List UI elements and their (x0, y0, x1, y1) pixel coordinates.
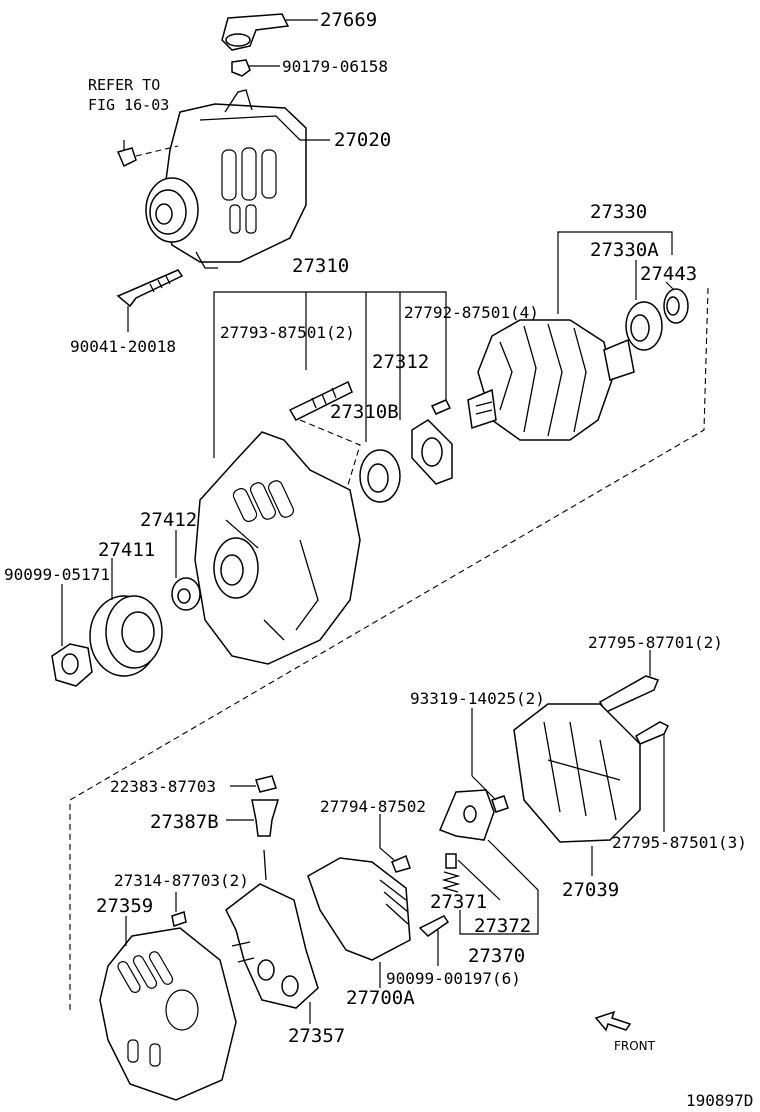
long-bolt-part (116, 269, 184, 308)
rear-bearing-part (625, 301, 663, 351)
label-27314: 27314-87703(2) (114, 871, 249, 890)
label-27794: 27794-87502 (320, 797, 426, 816)
label-27039: 27039 (562, 879, 619, 901)
label-27792: 27792-87501(4) (404, 303, 539, 322)
brush-spring-part (441, 853, 461, 893)
label-27669: 27669 (320, 9, 377, 31)
label-27793: 27793-87501(2) (220, 323, 355, 342)
label-27795-87701: 27795-87701(2) (588, 633, 723, 652)
nut-part (231, 59, 251, 77)
bearing-cover-part (663, 288, 689, 324)
collar-spacer-part (171, 577, 201, 611)
label-27357: 27357 (288, 1025, 345, 1047)
cover-bolt-part (635, 721, 670, 745)
terminal-nut-part (255, 775, 277, 793)
stud-bolt-part (288, 380, 353, 421)
label-90179: 90179-06158 (282, 57, 388, 76)
rectifier-part (225, 849, 319, 1009)
front-bearing-part (359, 449, 401, 503)
label-90041: 90041-20018 (70, 337, 176, 356)
terminal-cap-part (221, 13, 290, 51)
through-bolt-part (598, 675, 659, 713)
label-27310: 27310 (292, 255, 349, 277)
label-27372: 27372 (474, 915, 531, 937)
brush-holder-part (439, 789, 495, 841)
label-27411: 27411 (98, 539, 155, 561)
mounting-bolt-small (116, 145, 179, 168)
label-27387B: 27387B (150, 811, 219, 833)
rectifier-end-frame-part (99, 927, 237, 1101)
label-27330: 27330 (590, 201, 647, 223)
label-90099-05171: 90099-05171 (4, 565, 110, 584)
label-27412: 27412 (140, 509, 197, 531)
rotor-part (467, 319, 635, 441)
front-direction-arrow-icon (594, 1010, 632, 1032)
figure-id: 190897D (686, 1091, 753, 1110)
label-27312: 27312 (372, 351, 429, 373)
alternator-assembly-part (145, 89, 307, 269)
label-27700A: 27700A (346, 987, 415, 1009)
label-27310B: 27310B (330, 401, 399, 423)
small-insulator-part (171, 911, 187, 927)
pulley-part (89, 595, 163, 677)
screw-part (430, 399, 452, 415)
label-22383: 22383-87703 (110, 777, 216, 796)
terminal-insulator-part (251, 799, 280, 837)
label-27330A: 27330A (590, 239, 659, 261)
small-screw-part (418, 915, 450, 937)
refer-note-line2: FIG 16-03 (88, 96, 169, 114)
label-27795-87501: 27795-87501(3) (612, 833, 747, 852)
refer-note-line1: REFER TO (88, 76, 160, 94)
label-90099-00197: 90099-00197(6) (386, 969, 521, 988)
label-27371: 27371 (430, 891, 487, 913)
label-27443: 27443 (640, 263, 697, 285)
section-boundary-lines (69, 287, 709, 1012)
retainer-plate-part (411, 419, 453, 485)
voltage-regulator-part (307, 857, 411, 961)
rear-end-cover-part (513, 703, 641, 843)
label-93319: 93319-14025(2) (410, 689, 545, 708)
drive-end-frame-part (194, 431, 361, 665)
label-27359: 27359 (96, 895, 153, 917)
regulator-screw-part (391, 854, 411, 873)
part-labels: 27669 90179-06158 REFER TO FIG 16-03 270… (4, 9, 753, 1110)
front-label: FRONT (614, 1039, 656, 1053)
pulley-nut-part (51, 643, 93, 687)
label-27020: 27020 (334, 129, 391, 151)
label-27370: 27370 (468, 945, 525, 967)
